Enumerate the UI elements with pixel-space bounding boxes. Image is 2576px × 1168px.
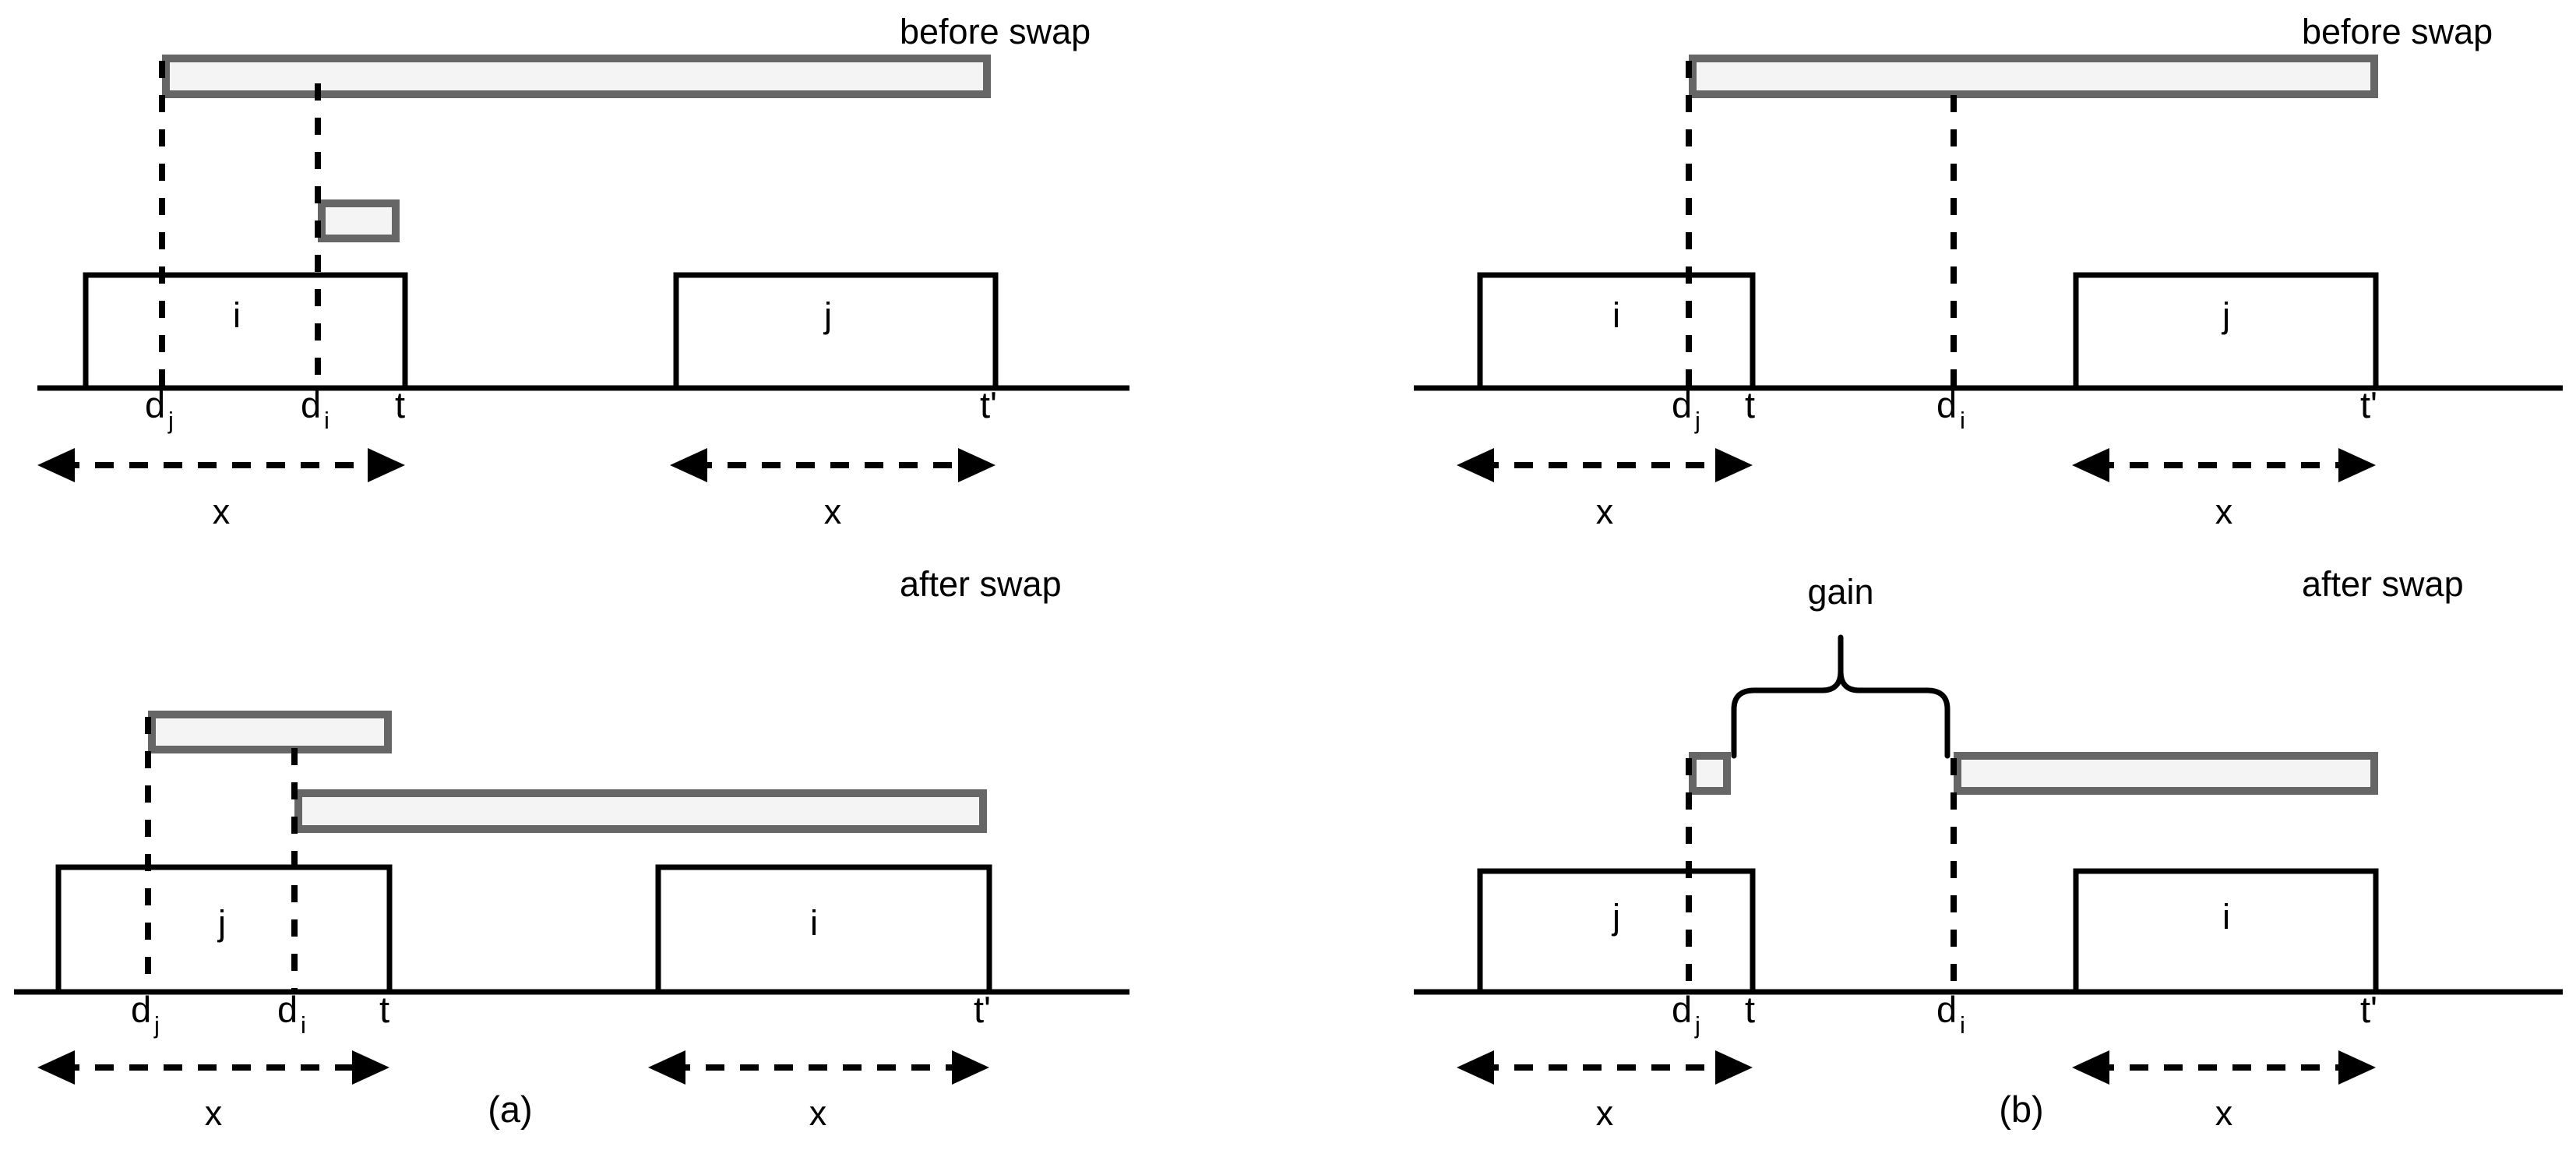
bar-short-job-j [148, 711, 392, 753]
panel-a-after-swap: after swap j i d j d i t t' x [14, 564, 1129, 1133]
bar-short-job-j [1689, 752, 1731, 795]
job-label-j: j [217, 903, 226, 943]
panel-a-before-swap: before swap i j d j d i t t' x [37, 12, 1129, 531]
bar-long-job-i [1689, 55, 2378, 98]
gain-annotation: gain [1731, 572, 1951, 759]
caption-after-swap-right: after swap [2302, 564, 2464, 604]
span-arrow-x-right: x [2072, 448, 2376, 531]
job-box-j [55, 864, 393, 992]
tick-label-di: d i [1936, 384, 1965, 434]
svg-text:j: j [1694, 1011, 1700, 1039]
job-box-i [2073, 868, 2379, 992]
job-label-i: i [233, 295, 241, 335]
span-label-x: x [213, 492, 231, 531]
job-label-i: i [810, 903, 818, 943]
span-label-x: x [809, 1093, 827, 1133]
bar-long-job-i [1954, 752, 2378, 795]
panel-label-a: (a) [488, 1089, 532, 1130]
span-label-x: x [824, 492, 842, 531]
tick-label-dj: d j [131, 989, 160, 1039]
bar-long-job-i [294, 789, 987, 833]
bar-short-job-j [318, 199, 400, 242]
tick-label-t-prime: t' [2360, 384, 2377, 425]
svg-text:d: d [145, 384, 165, 425]
tick-label-t: t [1745, 989, 1755, 1030]
svg-text:i: i [1960, 1011, 1965, 1039]
panel-b-after-swap: after swap gain j i d j t d i t' [1414, 564, 2563, 1133]
tick-label-di: d i [277, 989, 306, 1039]
job-box-i [1477, 272, 1756, 388]
svg-text:d: d [301, 384, 321, 425]
svg-text:j: j [167, 407, 174, 434]
tick-label-di: d i [1936, 989, 1965, 1039]
tick-label-t: t [379, 989, 389, 1030]
tick-label-t-prime: t' [980, 384, 997, 425]
job-box-i [655, 864, 992, 992]
span-arrow-x-left: x [37, 1050, 389, 1133]
span-label-x: x [1596, 1093, 1614, 1133]
caption-after-swap-left: after swap [900, 564, 1062, 604]
caption-before-swap-right: before swap [2302, 12, 2493, 51]
job-box-j [2073, 272, 2379, 388]
job-label-i: i [1612, 295, 1620, 335]
span-label-x: x [1596, 492, 1614, 531]
span-arrow-x-left: x [1457, 1050, 1753, 1133]
job-label-j: j [823, 295, 832, 335]
span-arrow-x-left: x [1457, 448, 1753, 531]
tick-label-dj: d j [1672, 989, 1700, 1039]
svg-text:d: d [1936, 989, 1957, 1030]
job-box-j [673, 272, 999, 388]
span-label-x: x [2215, 492, 2233, 531]
tick-label-dj: d j [145, 384, 174, 434]
svg-text:i: i [324, 407, 329, 434]
tick-label-dj: d j [1672, 384, 1700, 434]
bar-long-job-i [162, 55, 991, 98]
job-box-i [83, 272, 408, 388]
tick-label-t-prime: t' [974, 989, 991, 1030]
span-label-x: x [2215, 1093, 2233, 1133]
svg-text:i: i [1960, 407, 1965, 434]
svg-text:d: d [1936, 384, 1957, 425]
tick-label-di: d i [301, 384, 329, 434]
svg-text:i: i [301, 1011, 306, 1039]
svg-text:j: j [1694, 407, 1700, 434]
tick-label-t-prime: t' [2360, 989, 2377, 1030]
span-arrow-x-right: x [2072, 1050, 2376, 1133]
job-label-j: j [1611, 897, 1620, 937]
svg-text:d: d [1672, 989, 1692, 1030]
panel-label-b: (b) [1999, 1089, 2043, 1130]
gain-label: gain [1807, 572, 1873, 612]
gain-brace [1731, 634, 1951, 759]
span-arrow-x-left: x [37, 448, 405, 531]
svg-text:d: d [131, 989, 151, 1030]
job-label-j: j [2221, 295, 2230, 335]
span-arrow-x-right: x [670, 448, 996, 531]
tick-label-t: t [1745, 384, 1755, 425]
job-label-i: i [2222, 897, 2230, 937]
panel-b-before-swap: before swap i j d j t d i t' x x [1414, 12, 2563, 531]
span-label-x: x [205, 1093, 223, 1133]
caption-before-swap-left: before swap [900, 12, 1091, 51]
job-box-j [1477, 868, 1756, 992]
svg-text:j: j [153, 1011, 160, 1039]
svg-text:d: d [1672, 384, 1692, 425]
span-arrow-x-right: x [648, 1050, 989, 1133]
svg-text:d: d [277, 989, 298, 1030]
tick-label-t: t [395, 384, 405, 425]
